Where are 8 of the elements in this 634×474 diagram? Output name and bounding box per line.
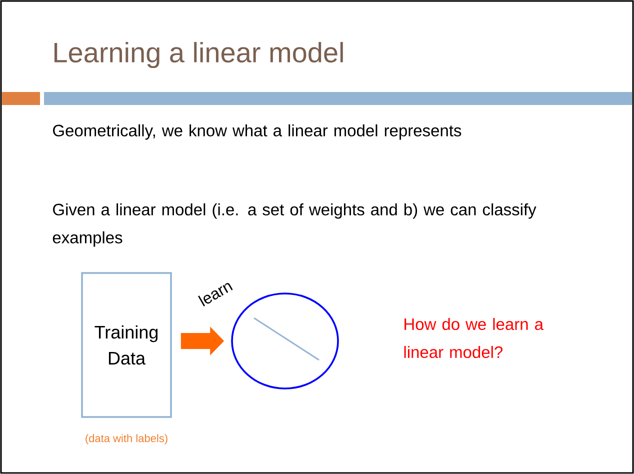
edge-label: learn <box>198 283 233 306</box>
note-text: (data with labels) <box>86 434 168 444</box>
body-text: Geometrically, we know what a linear model represents <box>53 124 462 140</box>
data-box: Training Data <box>81 272 172 418</box>
slide-title: Learning a linear model <box>54 42 343 68</box>
model-ellipse <box>231 292 339 390</box>
body-text: Given a linear model (i.e. a set of weights and b) we can classify examples <box>52 203 536 247</box>
question-text: How do we learn a linear model? <box>404 318 544 358</box>
